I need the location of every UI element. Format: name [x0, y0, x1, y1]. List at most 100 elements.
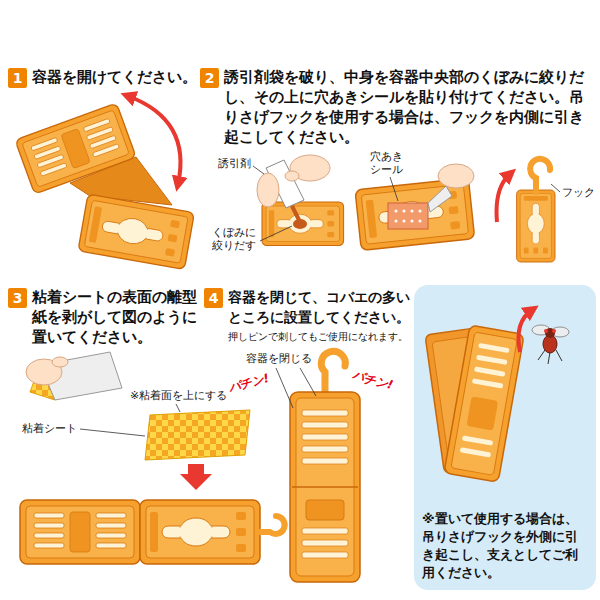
open-container	[15, 96, 194, 269]
drawing-part	[395, 220, 398, 223]
drawing-part	[466, 396, 498, 430]
drawing-part	[438, 164, 474, 188]
drawing-part	[257, 173, 279, 207]
drawing-part	[293, 219, 307, 229]
drawing-part	[444, 325, 524, 482]
drawing-part	[474, 366, 505, 376]
sticky-sheet-step	[20, 352, 285, 564]
sound-effect: パチン!	[227, 371, 271, 395]
drawing-part	[548, 352, 550, 364]
note-text: ※置いて使用する場合は、吊りさげフックを外側に引き起こし、支えとしてご利用くださ…	[422, 510, 588, 582]
drawing-part	[428, 186, 452, 212]
drawing-part	[140, 500, 260, 564]
drawing-part	[544, 329, 548, 333]
drawing-part	[302, 410, 348, 416]
drawing-part	[395, 210, 398, 213]
drawing-part	[517, 190, 555, 262]
drawing-part	[302, 458, 348, 464]
step-number-badge: 3	[8, 288, 27, 308]
step-number: 4	[209, 290, 219, 306]
drawing-part	[20, 500, 140, 564]
drawing-part	[462, 435, 493, 445]
drawing-part	[444, 325, 524, 482]
drawing-part	[419, 220, 422, 223]
drawing-part	[302, 528, 348, 534]
usage-note-panel: ※置いて使用する場合は、吊りさげフックを外側に引き起こし、支えとしてご利用くださ…	[414, 285, 596, 590]
drawing-part	[302, 446, 348, 452]
instruction-text: 誘引剤袋を破り、中身を容器中央部のくぼみに絞りだし、その上に穴あきシールを貼り付…	[224, 67, 596, 147]
drawing-part	[472, 378, 503, 388]
instruction-text: 粘着シートの表面の離型紙を剥がして図のように置いてください。	[32, 287, 198, 347]
drawing-part	[180, 464, 212, 490]
note-text: 押しピンで刺してもご使用になれます。	[228, 331, 408, 343]
part-label: 穴あきシール	[370, 150, 406, 176]
fruit-fly	[532, 325, 569, 364]
drawing-part	[302, 434, 348, 440]
part-label: くぼみに絞りだす	[212, 226, 260, 252]
drawing-part	[15, 103, 136, 194]
drawing-part	[292, 206, 299, 220]
drawing-part	[128, 96, 181, 184]
drawing-part	[478, 343, 509, 353]
drawing-part	[15, 103, 136, 194]
part-label: 容器を閉じる	[246, 352, 312, 365]
drawing-part	[451, 332, 517, 475]
drawing-part	[78, 194, 194, 269]
step-number-badge: 1	[8, 68, 27, 88]
drawing-part	[302, 422, 348, 428]
drawing-part	[460, 447, 491, 457]
part-label: 誘引剤	[218, 157, 251, 170]
drawing-part	[552, 329, 556, 333]
drawing-part	[390, 177, 398, 201]
hook-raise	[497, 159, 560, 262]
drawing-part	[538, 350, 545, 360]
drawing-part	[321, 351, 345, 392]
drawing-part	[302, 540, 348, 546]
step-number: 3	[13, 290, 23, 306]
sound-effect: パチン!	[351, 368, 395, 392]
drawing-part	[388, 203, 428, 229]
instruction-text: 容器を開けてください。	[32, 67, 200, 87]
drawing-part	[176, 404, 180, 412]
drawing-part	[260, 226, 292, 241]
drawing-part	[260, 516, 285, 534]
part-label: 粘着シート	[22, 422, 77, 435]
drawing-part	[419, 210, 422, 213]
drawing-part	[517, 190, 555, 262]
closed-container	[276, 351, 360, 582]
drawing-part	[411, 210, 414, 213]
instruction-text: 容器を閉じて、コバエの多いところに設置してください。	[228, 287, 412, 327]
seal-on-container	[355, 164, 475, 250]
drawing-part	[411, 220, 414, 223]
drawing-part	[140, 500, 260, 564]
drawing-part	[52, 357, 68, 367]
part-label: フック	[562, 186, 595, 199]
drawing-part	[519, 310, 533, 352]
drawing-part	[476, 355, 507, 365]
drawing-part	[403, 210, 406, 213]
drawing-part	[355, 178, 475, 250]
drawing-part	[306, 500, 344, 520]
drawing-part	[556, 350, 562, 361]
drawing-part	[300, 368, 316, 396]
note-text: ※粘着面を上にする	[130, 389, 227, 402]
drawing-part	[80, 429, 145, 436]
drawing-part	[20, 500, 140, 564]
step-number-badge: 2	[200, 68, 219, 88]
drawing-part	[262, 202, 344, 246]
drawing-part	[530, 159, 550, 192]
drawing-part	[355, 178, 475, 250]
drawing-part	[302, 552, 348, 558]
panel-ground	[414, 285, 596, 590]
squeeze-attractant	[253, 155, 344, 246]
drawing-part	[403, 220, 406, 223]
drawing-part	[276, 368, 293, 408]
drawing-part	[253, 166, 264, 174]
step-number: 1	[13, 70, 23, 86]
standing-trap	[425, 310, 532, 482]
drawing-part	[145, 410, 250, 460]
drawing-part	[285, 171, 299, 181]
drawing-part	[292, 486, 358, 488]
drawing-part	[545, 328, 555, 338]
